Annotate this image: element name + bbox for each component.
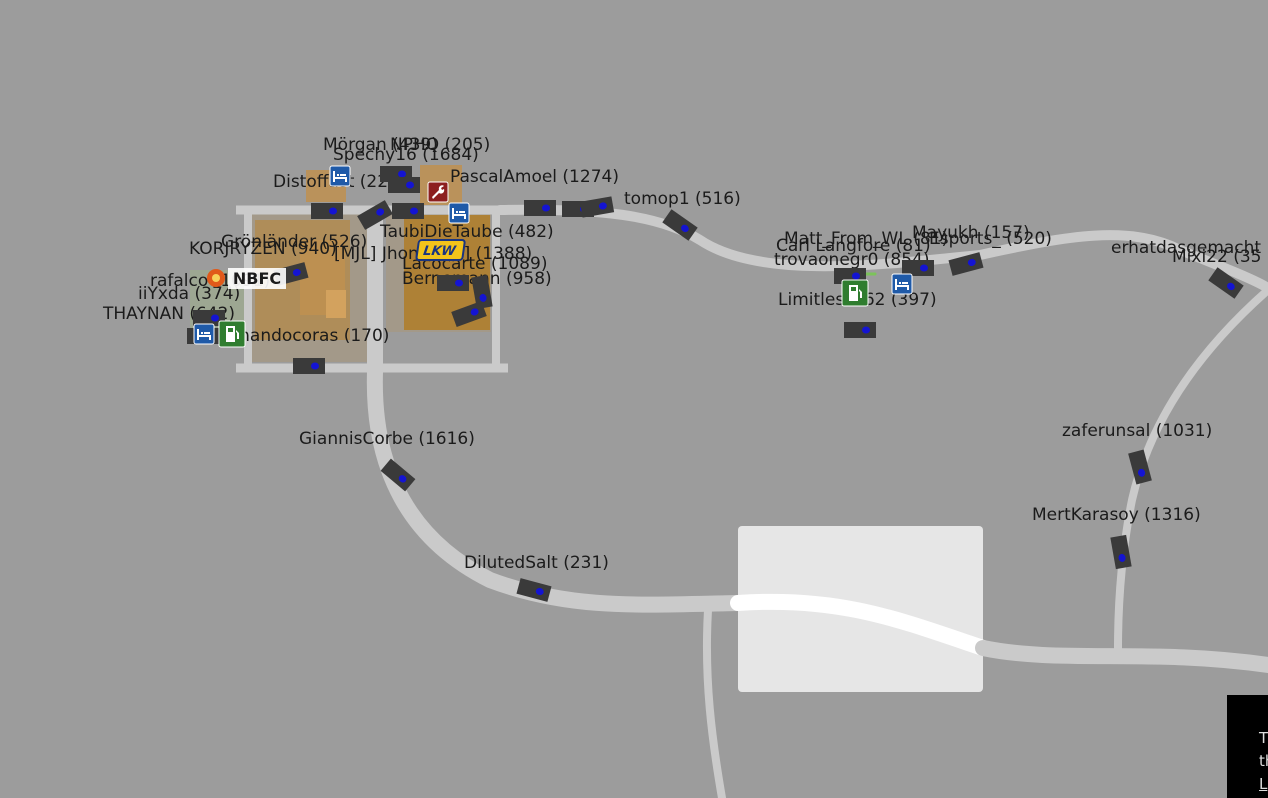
player-truck-marker[interactable] — [471, 274, 493, 310]
player-label: Carl Langfore (81) — [776, 236, 931, 256]
info-panel: T th L — [1227, 695, 1268, 798]
fuel-pump-icon[interactable] — [841, 279, 869, 307]
lkw-logo-text: LKW — [422, 244, 457, 259]
road-south-branch — [702, 606, 726, 798]
wrench-icon[interactable] — [427, 181, 449, 203]
road-east-lower — [975, 640, 1268, 673]
player-label: Matt_From_WL (81) — [784, 229, 948, 249]
bed-icon[interactable] — [329, 165, 351, 187]
player-label: GiannisCorbe (1616) — [299, 429, 475, 449]
fuel-pump-icon[interactable] — [218, 320, 246, 348]
player-label: zaferunsal (1031) — [1062, 421, 1212, 441]
player-truck-marker[interactable] — [437, 275, 469, 291]
player-label: fernandocoras (170) — [216, 326, 389, 346]
player-truck-marker[interactable] — [1208, 267, 1244, 299]
player-truck-marker[interactable] — [902, 260, 934, 276]
player-label: Grönländer (526) — [221, 232, 367, 252]
road-south-loop — [366, 364, 746, 613]
player-label: MertKarasoy (1316) — [1032, 505, 1201, 525]
info-panel-link[interactable]: L — [1259, 775, 1268, 793]
player-label: trovaonegr0 (854) — [774, 250, 930, 270]
player-truck-marker[interactable] — [380, 458, 416, 492]
player-truck-marker[interactable] — [662, 209, 698, 241]
player-truck-marker[interactable] — [1128, 449, 1152, 485]
player-truck-marker[interactable] — [844, 322, 876, 338]
nbfc-logo: NBFC — [207, 268, 286, 289]
bed-icon[interactable] — [891, 273, 913, 295]
player-label: PascalAmoel (1274) — [450, 167, 619, 187]
player-truck-marker[interactable] — [451, 301, 487, 327]
player-truck-marker[interactable] — [357, 200, 393, 230]
player-label: Spechy16 (1684) — [333, 145, 479, 165]
player-truck-marker[interactable] — [392, 203, 424, 219]
player-truck-marker[interactable] — [388, 177, 420, 193]
info-panel-line: th — [1259, 752, 1268, 770]
player-truck-marker[interactable] — [311, 203, 343, 219]
player-label: tomop1 (516) — [624, 189, 741, 209]
player-label: iiYxda (374) — [138, 284, 240, 304]
player-label: TaubiDieTaube (482) — [379, 222, 554, 242]
player-label: DilutedSalt (231) — [464, 553, 609, 573]
player-truck-marker[interactable] — [293, 358, 325, 374]
player-label: erhatdasgemacht — [1111, 238, 1261, 258]
lkw-logo: LKW — [415, 239, 466, 261]
poi-icons — [193, 165, 913, 348]
player-label: Mörgan (439) — [323, 135, 438, 155]
bed-icon[interactable] — [448, 202, 470, 224]
bed-icon[interactable] — [193, 323, 215, 345]
player-label: Mixi22 (35 — [1172, 247, 1261, 267]
nbfc-logo-text: NBFC — [233, 269, 281, 288]
player-label: Esports_ (520) — [929, 229, 1052, 249]
player-truck-marker[interactable] — [524, 200, 556, 216]
player-truck-marker[interactable] — [1110, 534, 1132, 570]
player-label: Mayukh (157) — [912, 223, 1030, 243]
road-east-link — [1114, 286, 1268, 652]
player-truck-marker[interactable] — [579, 196, 615, 218]
info-panel-line: T — [1259, 729, 1268, 747]
road-highlight-section — [730, 593, 991, 656]
player-label: NPHQ (205) — [390, 135, 490, 155]
player-label: KORJRYZEN (940) — [189, 239, 337, 259]
player-truck-marker[interactable] — [193, 310, 225, 326]
